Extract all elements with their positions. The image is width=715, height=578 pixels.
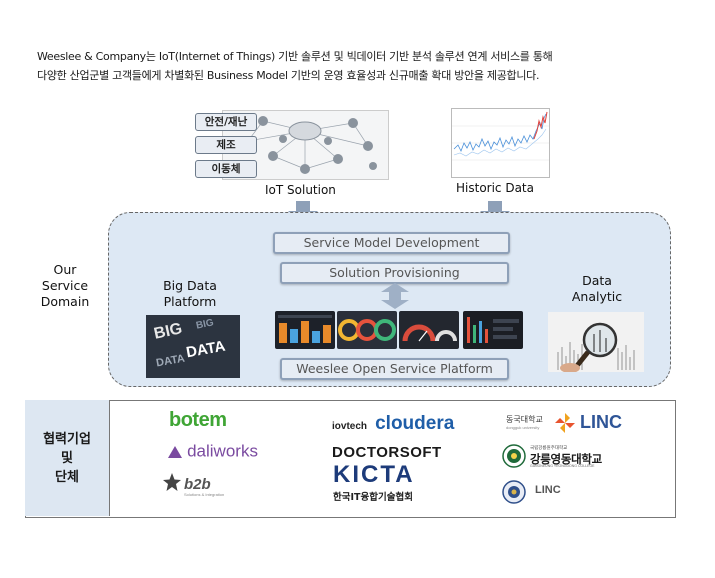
double-arrow-icon bbox=[381, 283, 409, 309]
big-data-image: BIG DATA BIG DATA bbox=[146, 315, 240, 378]
b2b-star-icon bbox=[163, 473, 181, 491]
partners-header-cell: 협력기업 및 단체 bbox=[25, 400, 110, 516]
tag-mobility: 이동체 bbox=[195, 160, 257, 178]
iot-solution-caption: IoT Solution bbox=[265, 183, 336, 197]
iovtech-cloudera-logo: iovtech cloudera bbox=[332, 413, 455, 434]
linc-pinwheel-icon bbox=[555, 413, 575, 433]
doctorsoft-logo: DOCTORSOFT bbox=[332, 444, 442, 461]
data-analytic-magnifier-image bbox=[548, 312, 644, 372]
dashboard-thumbnail-3 bbox=[399, 311, 459, 349]
historic-data-caption: Historic Data bbox=[456, 181, 534, 195]
gangneung-yeongdong-logo: 국립강릉원주대학교 강릉영동대학교 GANGNEUNG YEONGDONG CO… bbox=[502, 444, 622, 470]
intro-line-1: Weeslee & Company는 IoT(Internet of Thing… bbox=[37, 50, 553, 63]
open-service-platform-bar: Weeslee Open Service Platform bbox=[280, 358, 509, 380]
data-analytic-label: Data Analytic bbox=[571, 273, 623, 304]
historic-data-chart-image bbox=[451, 108, 550, 178]
botem-logo: botem bbox=[169, 409, 227, 431]
daliworks-logo: daliworks bbox=[168, 441, 258, 462]
daliworks-mark-icon bbox=[168, 445, 182, 458]
dongguk-linc-logo: 동국대학교 dongguk university LINC bbox=[506, 412, 622, 433]
intro-line-2: 다양한 산업군별 고객들에게 차별화된 Business Model 기반의 운… bbox=[37, 69, 540, 82]
tag-manufacturing: 제조 bbox=[195, 136, 257, 154]
service-model-development-bar: Service Model Development bbox=[273, 232, 510, 254]
kicta-logo: KICTA bbox=[333, 461, 415, 488]
partners-header-line-3: 단체 bbox=[55, 470, 79, 485]
dashboard-thumbnail-2 bbox=[337, 311, 397, 349]
linc-university-logo: LINC bbox=[502, 480, 602, 506]
dashboard-thumbnail-4 bbox=[463, 311, 523, 349]
gangneung-seal-icon bbox=[502, 444, 526, 468]
kicta-subtitle: 한국IT융합기술협회 bbox=[333, 492, 413, 503]
our-service-domain-label: Our Service Domain bbox=[40, 262, 90, 309]
dashboard-thumbnail-1 bbox=[275, 311, 335, 349]
partners-header-line-1: 협력기업 bbox=[43, 432, 91, 447]
big-data-platform-label: Big Data Platform bbox=[163, 278, 217, 309]
solution-provisioning-bar: Solution Provisioning bbox=[280, 262, 509, 284]
b2b-logo: b2b Solutions & Integration bbox=[162, 472, 242, 498]
university-emblem-icon bbox=[502, 480, 526, 504]
intro-text: Weeslee & Company는 IoT(Internet of Thing… bbox=[37, 47, 697, 85]
partners-header-line-2: 및 bbox=[61, 451, 73, 466]
tag-safety-disaster: 안전/재난 bbox=[195, 113, 257, 131]
